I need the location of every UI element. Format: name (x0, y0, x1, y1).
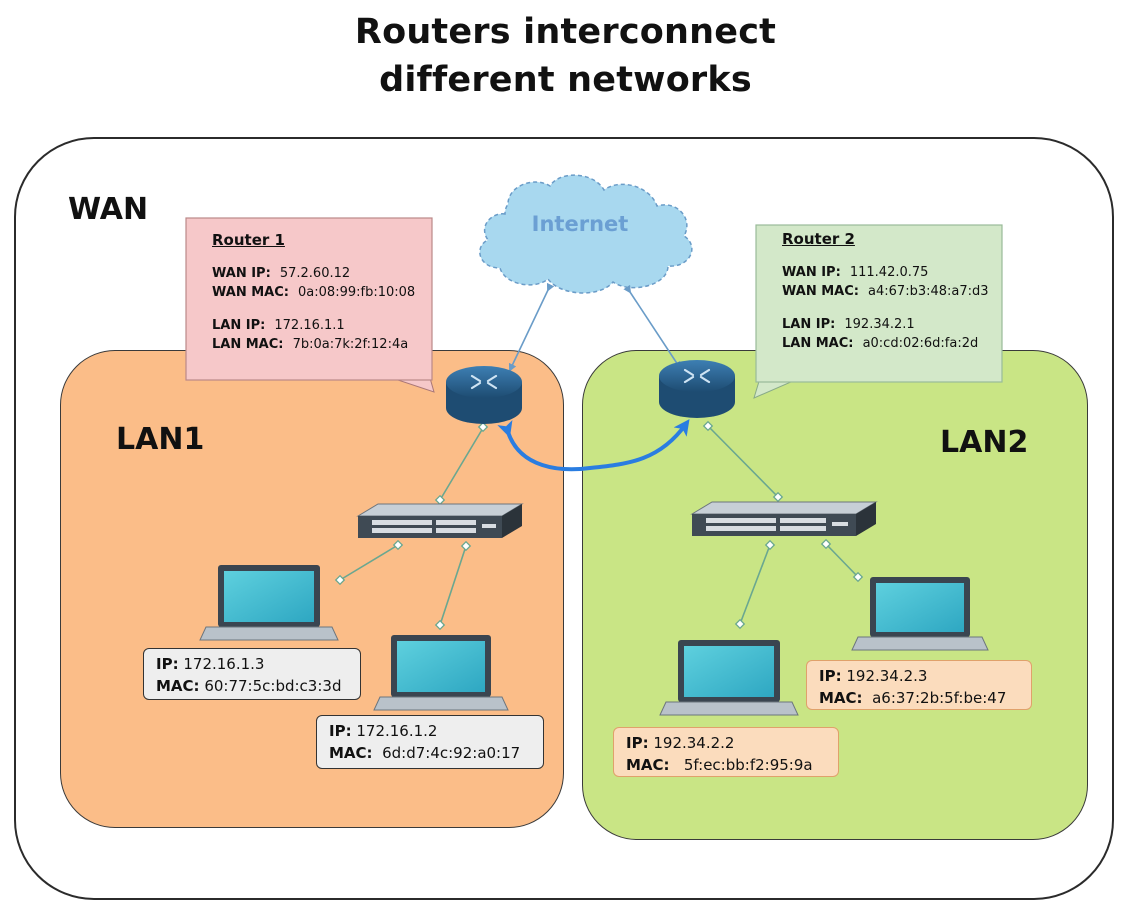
host3-ip: 192.34.2.2 (653, 734, 735, 752)
switch1-laptop2-link (439, 545, 467, 626)
host2-ip-label: IP: (329, 722, 352, 740)
router1-wan-mac-label: WAN MAC: (212, 285, 289, 300)
host1-ip-label: IP: (156, 655, 179, 673)
host3-mac-label: MAC: (626, 756, 670, 774)
wan-label: WAN (68, 192, 149, 227)
router1-icon (446, 366, 522, 424)
host1-info: IP: 172.16.1.3 MAC: 60:77:5c:bd:c3:3d (143, 648, 361, 700)
host1-ip: 172.16.1.3 (183, 655, 265, 673)
router2-wan-ip: 111.42.0.75 (849, 265, 929, 280)
host2-info: IP: 172.16.1.2 MAC: 6d:d7:4c:92:a0:17 (316, 715, 544, 769)
router1-switch1-link (439, 427, 484, 501)
laptop1-icon (199, 565, 339, 641)
router1-lan-ip-row: LAN IP: 172.16.1.1 (212, 316, 432, 335)
router1-callout-box (185, 217, 433, 381)
router1-lan-mac-row: LAN MAC: 7b:0a:7k:2f:12:4a (212, 335, 432, 354)
router1-wan-mac-row: WAN MAC: 0a:08:99:fb:10:08 (212, 283, 432, 302)
switch2-icon (690, 501, 878, 536)
router2-lan-mac: a0:cd:02:6d:fa:2d (862, 336, 979, 351)
internet-label: Internet (531, 212, 629, 236)
title-line-1: Routers interconnect (354, 12, 777, 52)
lan1-label: LAN1 (116, 422, 205, 457)
switch2-laptop3-link (739, 544, 771, 625)
host3-mac: 5f:ec:bb:f2:95:9a (683, 756, 813, 774)
host2-mac: 6d:d7:4c:92:a0:17 (382, 744, 521, 762)
router2-wan-mac-label: WAN MAC: (782, 284, 859, 299)
router2-lan-ip: 192.34.2.1 (844, 317, 915, 332)
host1-mac: 60:77:5c:bd:c3:3d (204, 677, 342, 695)
router2-lan-ip-label: LAN IP: (782, 317, 836, 332)
router2-wan-mac: a4:67:b3:48:a7:d3 (868, 284, 989, 299)
router2-internet-link (623, 284, 682, 370)
switch1-icon (356, 503, 524, 538)
switch1-laptop1-link (339, 544, 399, 581)
title-line-2: different networks (379, 60, 752, 100)
router1-wan-ip-row: WAN IP: 57.2.60.12 (212, 264, 432, 283)
router2-lan-mac-row: LAN MAC: a0:cd:02:6d:fa:2d (782, 334, 1002, 353)
router1-lan-mac: 7b:0a:7k:2f:12:4a (292, 337, 409, 352)
router2-lan-mac-label: LAN MAC: (782, 336, 854, 351)
router2-wan-mac-row: WAN MAC: a4:67:b3:48:a7:d3 (782, 282, 1002, 301)
router1-wan-ip: 57.2.60.12 (279, 266, 351, 281)
router1-wan-ip-label: WAN IP: (212, 266, 271, 281)
internet-cloud-icon (479, 174, 693, 294)
host2-mac-label: MAC: (329, 744, 373, 762)
host3-info: IP: 192.34.2.2 MAC: 5f:ec:bb:f2:95:9a (613, 727, 839, 777)
lan2-label: LAN2 (940, 425, 1029, 460)
diagram-title: Routers interconnect different networks (0, 8, 1131, 104)
router2-info: Router 2 WAN IP: 111.42.0.75 WAN MAC: a4… (756, 225, 1002, 382)
host4-ip: 192.34.2.3 (846, 667, 928, 685)
host2-ip: 172.16.1.2 (356, 722, 438, 740)
host3-ip-label: IP: (626, 734, 649, 752)
laptop4-icon (851, 577, 989, 651)
router1-name: Router 1 (212, 231, 285, 249)
router1-info: Router 1 WAN IP: 57.2.60.12 WAN MAC: 0a:… (186, 218, 432, 380)
host4-mac: a6:37:2b:5f:be:47 (872, 689, 1007, 707)
wan-zone (14, 137, 1114, 900)
laptop3-icon (659, 640, 799, 716)
router2-name: Router 2 (782, 230, 855, 248)
router2-switch2-link (707, 425, 779, 498)
host4-mac-label: MAC: (819, 689, 863, 707)
host4-ip-label: IP: (819, 667, 842, 685)
router1-internet-link (508, 282, 555, 372)
router2-callout-box (755, 224, 1003, 383)
switch2-laptop4-link (825, 543, 859, 578)
router1-wan-mac: 0a:08:99:fb:10:08 (298, 285, 416, 300)
router2-lan-ip-row: LAN IP: 192.34.2.1 (782, 315, 1002, 334)
router2-icon (659, 360, 735, 418)
laptop2-icon (373, 635, 509, 711)
router1-lan-ip-label: LAN IP: (212, 318, 266, 333)
host4-info: IP: 192.34.2.3 MAC: a6:37:2b:5f:be:47 (806, 660, 1032, 710)
router1-lan-mac-label: LAN MAC: (212, 337, 284, 352)
router-to-router-link (497, 419, 690, 472)
router1-lan-ip: 172.16.1.1 (274, 318, 345, 333)
host1-mac-label: MAC: (156, 677, 200, 695)
router2-wan-ip-label: WAN IP: (782, 265, 841, 280)
router2-wan-ip-row: WAN IP: 111.42.0.75 (782, 263, 1002, 282)
